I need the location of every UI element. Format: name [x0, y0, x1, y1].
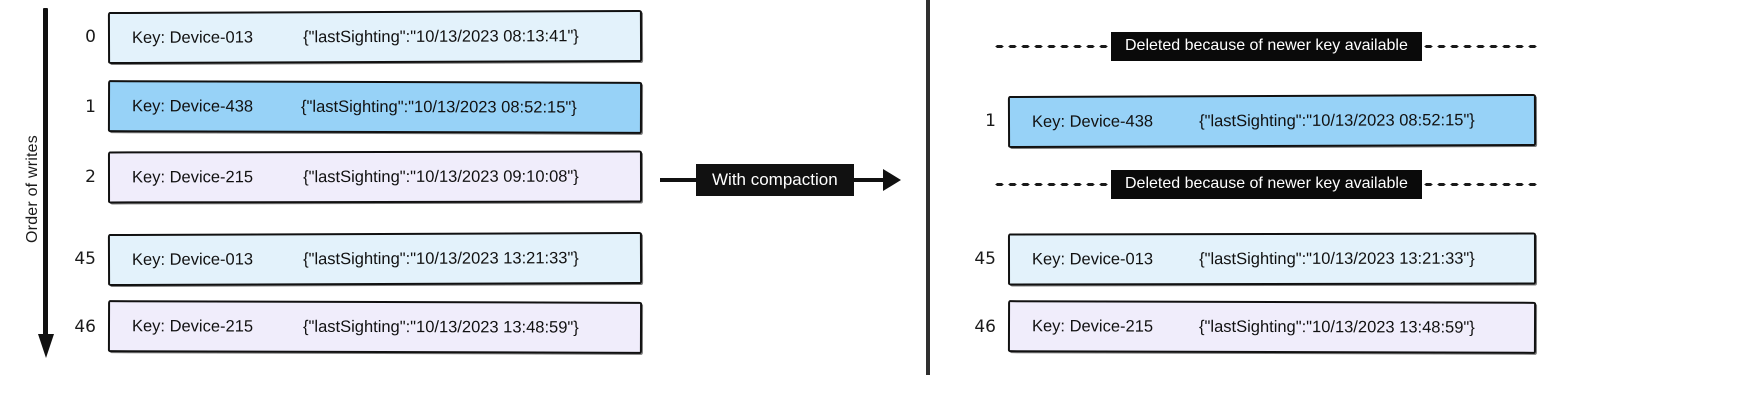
- record-value: {"lastSighting":"10/13/2023 13:48:59"}: [303, 317, 579, 337]
- record-key: Key: Device-013: [131, 27, 254, 47]
- write-index: 1: [985, 111, 996, 131]
- deleted-banner-2: Deleted because of newer key available: [993, 169, 1540, 199]
- write-index: 0: [85, 27, 96, 47]
- write-index: 46: [74, 317, 96, 337]
- arrow-head: [38, 334, 54, 358]
- record-box[interactable]: Key: Device-215 {"lastSighting":"10/13/2…: [107, 150, 643, 204]
- dotted-line-left: [993, 43, 1111, 49]
- record-key: Key: Device-215: [1031, 316, 1154, 336]
- record-key: Key: Device-215: [131, 167, 254, 186]
- log-row-45: 45 Key: Device-013 {"lastSighting":"10/1…: [62, 231, 643, 287]
- record-box[interactable]: Key: Device-438 {"lastSighting":"10/13/2…: [107, 80, 643, 134]
- right-arrow-icon: [882, 169, 901, 191]
- record-key: Key: Device-438: [1031, 111, 1154, 131]
- record-key: Key: Device-013: [1031, 249, 1154, 268]
- record-box[interactable]: Key: Device-013 {"lastSighting":"10/13/2…: [107, 231, 643, 287]
- record-key: Key: Device-215: [131, 316, 254, 336]
- record-value: {"lastSighting":"10/13/2023 13:21:33"}: [1199, 249, 1475, 268]
- log-row-1: 1 Key: Device-438 {"lastSighting":"10/13…: [62, 80, 643, 134]
- write-index: 1: [85, 97, 96, 117]
- compacted-row-46: 46 Key: Device-215 {"lastSighting":"10/1…: [962, 300, 1752, 354]
- compacted-row-1: 1 Key: Device-438 {"lastSighting":"10/13…: [962, 93, 1752, 149]
- record-value: {"lastSighting":"10/13/2023 13:21:33"}: [303, 248, 579, 268]
- log-row-2: 2 Key: Device-215 {"lastSighting":"10/13…: [62, 150, 643, 204]
- dotted-line-left: [993, 181, 1111, 187]
- connector-line-left: [660, 178, 696, 182]
- with-compaction-transition: With compaction: [660, 163, 901, 197]
- record-key: Key: Device-013: [131, 249, 254, 269]
- record-value: {"lastSighting":"10/13/2023 13:48:59"}: [1199, 317, 1475, 337]
- panel-divider: [926, 0, 930, 375]
- log-row-46: 46 Key: Device-215 {"lastSighting":"10/1…: [62, 300, 643, 354]
- order-of-writes-arrow-icon: [38, 8, 54, 358]
- write-index: 2: [85, 167, 96, 187]
- record-box[interactable]: Key: Device-438 {"lastSighting":"10/13/2…: [1007, 93, 1537, 149]
- record-box[interactable]: Key: Device-013 {"lastSighting":"10/13/2…: [107, 9, 643, 65]
- deleted-note: Deleted because of newer key available: [1111, 31, 1422, 61]
- record-box[interactable]: Key: Device-215 {"lastSighting":"10/13/2…: [107, 300, 643, 354]
- with-compaction-label: With compaction: [696, 164, 854, 196]
- write-index: 45: [974, 249, 996, 269]
- deleted-banner-1: Deleted because of newer key available: [993, 31, 1540, 61]
- record-value: {"lastSighting":"10/13/2023 08:52:15"}: [301, 97, 577, 117]
- deleted-note: Deleted because of newer key available: [1111, 169, 1422, 199]
- write-index: 45: [74, 249, 96, 269]
- record-value: {"lastSighting":"10/13/2023 08:52:15"}: [1199, 110, 1475, 130]
- dotted-line-right: [1421, 43, 1540, 49]
- log-row-0: 0 Key: Device-013 {"lastSighting":"10/13…: [62, 9, 643, 65]
- arrow-shaft: [43, 8, 48, 338]
- record-box[interactable]: Key: Device-215 {"lastSighting":"10/13/2…: [1007, 300, 1537, 354]
- write-index: 46: [974, 317, 996, 337]
- record-key: Key: Device-438: [131, 96, 254, 116]
- dotted-line-right: [1421, 181, 1540, 187]
- record-value: {"lastSighting":"10/13/2023 09:10:08"}: [303, 167, 579, 186]
- order-of-writes-label: Order of writes: [24, 135, 41, 243]
- record-value: {"lastSighting":"10/13/2023 08:13:41"}: [303, 26, 579, 46]
- connector-line-right: [853, 178, 884, 182]
- record-box[interactable]: Key: Device-013 {"lastSighting":"10/13/2…: [1007, 232, 1537, 286]
- compacted-row-45: 45 Key: Device-013 {"lastSighting":"10/1…: [962, 232, 1752, 286]
